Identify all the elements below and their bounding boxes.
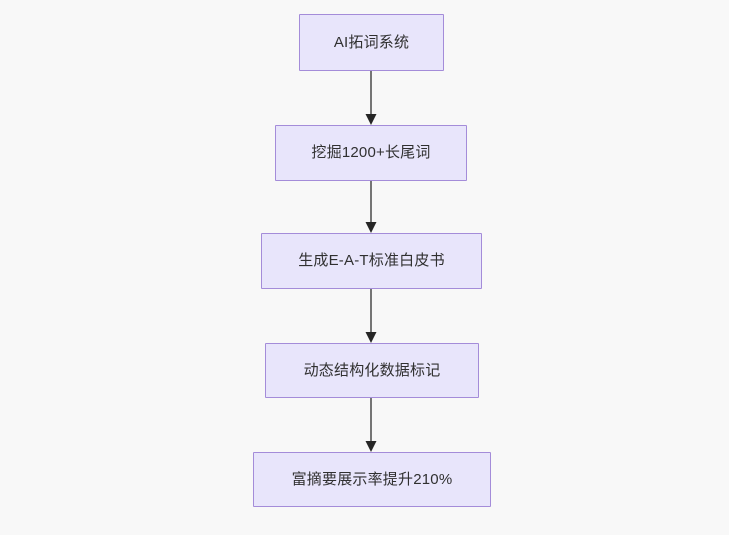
edge-connector-4-5 [365, 398, 377, 452]
arrowhead-icon [365, 114, 377, 125]
edge-connector-2-3 [365, 181, 377, 233]
flow-node-mine-longtail-keywords[interactable]: 挖掘1200+长尾词 [275, 125, 467, 181]
edge-connector-1-2 [365, 71, 377, 125]
flow-node-rich-snippet-rate-increase[interactable]: 富摘要展示率提升210% [253, 452, 491, 507]
flow-node-label: 动态结构化数据标记 [303, 361, 441, 379]
flow-node-label: 生成E-A-T标准白皮书 [298, 252, 445, 269]
flow-node-label: 挖掘1200+长尾词 [311, 144, 431, 161]
arrowhead-icon [365, 332, 377, 343]
flow-node-generate-eat-whitepaper[interactable]: 生成E-A-T标准白皮书 [261, 233, 482, 289]
arrowhead-icon [365, 441, 377, 452]
flow-node-label: AI拓词系统 [333, 33, 410, 51]
flow-node-label: 富摘要展示率提升210% [291, 470, 453, 488]
flow-node-dynamic-structured-data-markup[interactable]: 动态结构化数据标记 [265, 343, 479, 398]
arrowhead-icon [365, 222, 377, 233]
edge-connector-3-4 [365, 289, 377, 343]
flow-node-ai-keyword-system[interactable]: AI拓词系统 [299, 14, 444, 71]
